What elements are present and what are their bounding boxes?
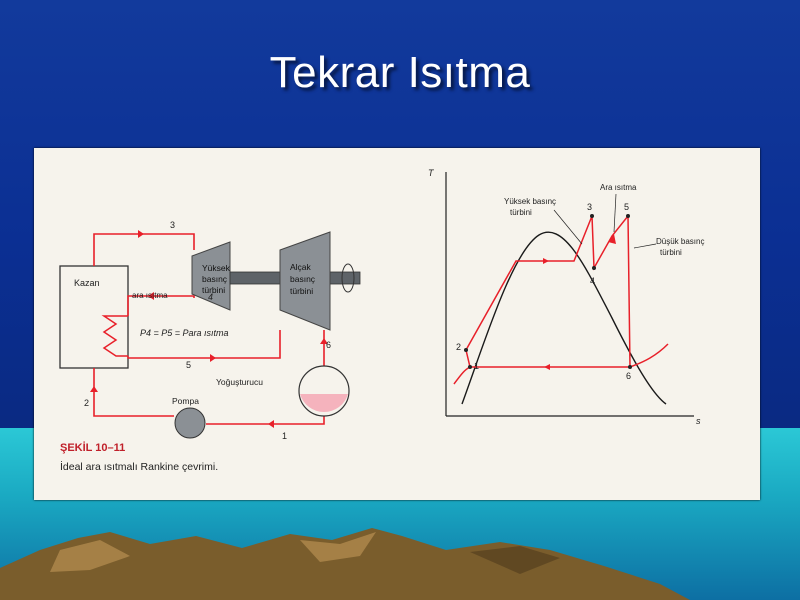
ts-lp-label-2: türbini [660, 248, 682, 257]
ts-state-1: 1 [474, 361, 479, 371]
figure-panel: Kazan [34, 148, 760, 500]
ts-reheat-label: Ara ısıtma [600, 183, 637, 192]
ts-state-5: 5 [624, 202, 629, 212]
ts-state-4: 4 [590, 276, 595, 286]
flow-arrows [90, 230, 328, 428]
slide-title: Tekrar Isıtma [269, 48, 531, 97]
ts-y-label: T [428, 168, 435, 178]
hp-turbine-label-1: Yüksek [202, 263, 231, 273]
lp-turbine-label-3: türbini [290, 286, 313, 296]
turbine-shaft [229, 271, 281, 285]
state-2: 2 [84, 398, 89, 408]
figure-caption-label: ŞEKİL 10–11 [60, 441, 125, 454]
ts-state-2: 2 [456, 342, 461, 352]
mountain-shadow [470, 546, 560, 574]
mountain-highlight-2 [300, 532, 376, 562]
boiler-label: Kazan [74, 278, 100, 288]
ts-x-label: s [696, 416, 701, 426]
figure-svg: Kazan [59, 168, 704, 473]
ts-lp-leader [633, 243, 657, 249]
output-shaft [329, 271, 361, 285]
rotation-indicator [341, 263, 355, 293]
pump [174, 407, 206, 439]
lp-turbine-label-2: basınç [290, 274, 316, 284]
ts-hp-label-2: türbini [510, 208, 532, 217]
hp-turbine [191, 241, 231, 311]
reheat-coil [101, 315, 128, 357]
ts-lp-label-1: Düşük basınç [656, 237, 704, 246]
ts-state-3: 3 [587, 202, 592, 212]
hp-turbine-label-2: basınç [202, 274, 228, 284]
ts-state-points [464, 214, 632, 369]
figure-caption-text: İdeal ara ısıtmalı Rankine çevrimi. [60, 460, 218, 473]
state-4: 4 [208, 292, 213, 302]
lp-turbine-label-1: Alçak [290, 262, 312, 272]
ts-arrows [543, 234, 616, 370]
reheat-label: ara ısıtma [132, 291, 168, 300]
rankine-schematic: Kazan [59, 220, 361, 441]
ts-diagram: T s [428, 168, 704, 426]
state-3: 3 [170, 220, 175, 230]
cycle-path [453, 213, 669, 385]
ts-hp-label-1: Yüksek basınç [504, 197, 556, 206]
ts-state-6: 6 [626, 371, 631, 381]
condensate-fill [300, 394, 348, 412]
hp-turbine-label-3: türbini [202, 285, 225, 295]
lp-turbine [279, 231, 331, 331]
ts-hp-leader [553, 209, 583, 245]
state-1: 1 [282, 431, 287, 441]
state-5: 5 [186, 360, 191, 370]
ts-reheat-leader [613, 193, 617, 233]
mountain-range [0, 528, 690, 600]
pressure-equation: P4 = P5 = Para ısıtma [140, 328, 229, 338]
mountain-highlight-1 [50, 540, 130, 572]
state-6: 6 [326, 340, 331, 350]
condenser-label: Yoğuşturucu [216, 377, 263, 387]
saturation-dome [461, 231, 667, 405]
pump-label: Pompa [172, 396, 199, 406]
mountain-shape [0, 528, 690, 600]
